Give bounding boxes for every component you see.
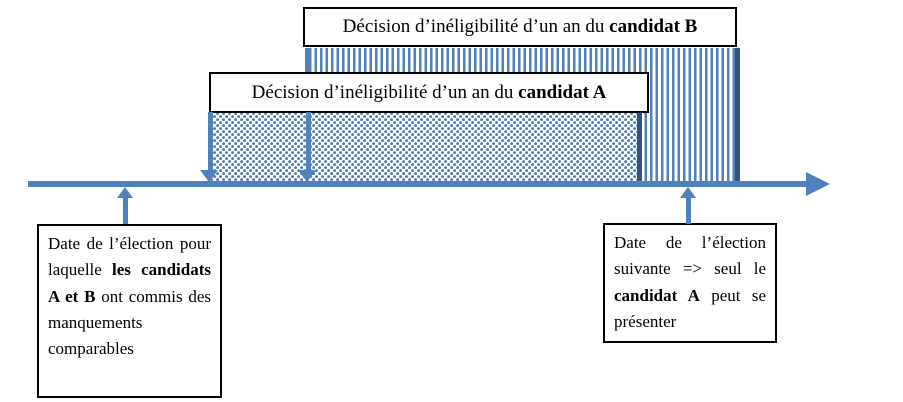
note-box-first-election: Date de l’élection pour laquelle les can… — [37, 224, 222, 398]
note-box-next-election: Date de l’élection suivante => seul le c… — [603, 223, 777, 343]
first-election-date-arrow — [123, 196, 128, 224]
label-candidate-a-text: Décision d’inéligibilité d’un an du cand… — [251, 81, 607, 103]
down-arrow-icon — [298, 170, 316, 182]
note-next-election-text: Date de l’élection suivante => seul le c… — [614, 233, 766, 332]
next-election-date-arrow — [686, 196, 691, 224]
up-arrow-icon — [680, 187, 696, 198]
timeline-axis — [28, 181, 808, 187]
down-arrow-icon — [200, 170, 218, 182]
label-candidate-b-text: Décision d’inéligibilité d’un an du cand… — [342, 16, 698, 37]
right-arrow-icon — [806, 172, 830, 196]
decision-b-date-arrow — [306, 112, 311, 170]
label-box-candidate-a: Décision d’inéligibilité d’un an du cand… — [209, 72, 649, 113]
decision-a-date-arrow — [208, 112, 213, 170]
candidate-a-period-region — [210, 112, 642, 182]
label-box-candidate-b: Décision d’inéligibilité d’un an du cand… — [303, 7, 737, 47]
note-first-election-text: Date de l’élection pour laquelle les can… — [48, 234, 212, 359]
up-arrow-icon — [117, 187, 133, 198]
